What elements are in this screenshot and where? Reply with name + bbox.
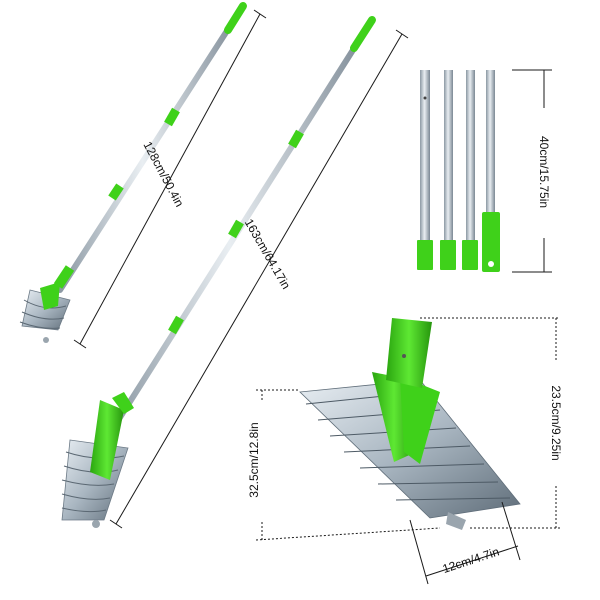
head-width-label: 32.5cm/12.8in (247, 422, 261, 497)
short-pole-label: 128cm/50.4in (140, 139, 186, 209)
pole-segment-1 (417, 70, 433, 270)
pole-segments (417, 70, 500, 272)
head-height-label: 23.5cm/9.25in (549, 385, 563, 460)
long-rake-tool (61, 16, 376, 528)
long-pole-label: 163cm/64.17in (242, 216, 293, 291)
short-rake-head (19, 282, 71, 343)
segment-label: 40cm/15.75in (537, 136, 551, 208)
pole-segment-3 (462, 70, 478, 270)
head-width-dimension: 32.5cm/12.8in (247, 389, 441, 541)
short-pole-dimension: 128cm/50.4in (73, 9, 267, 349)
long-rake-head (61, 392, 134, 528)
head-height-dimension: 23.5cm/9.25in (420, 317, 563, 529)
pole-segment-2 (440, 70, 456, 270)
pole-segment-4 (482, 70, 500, 272)
segment-dimension: 40cm/15.75in (512, 69, 552, 273)
blade-width-label: 12cm/4.7in (441, 544, 501, 575)
short-rake-tool (19, 2, 247, 343)
rake-head-detail (299, 318, 521, 530)
